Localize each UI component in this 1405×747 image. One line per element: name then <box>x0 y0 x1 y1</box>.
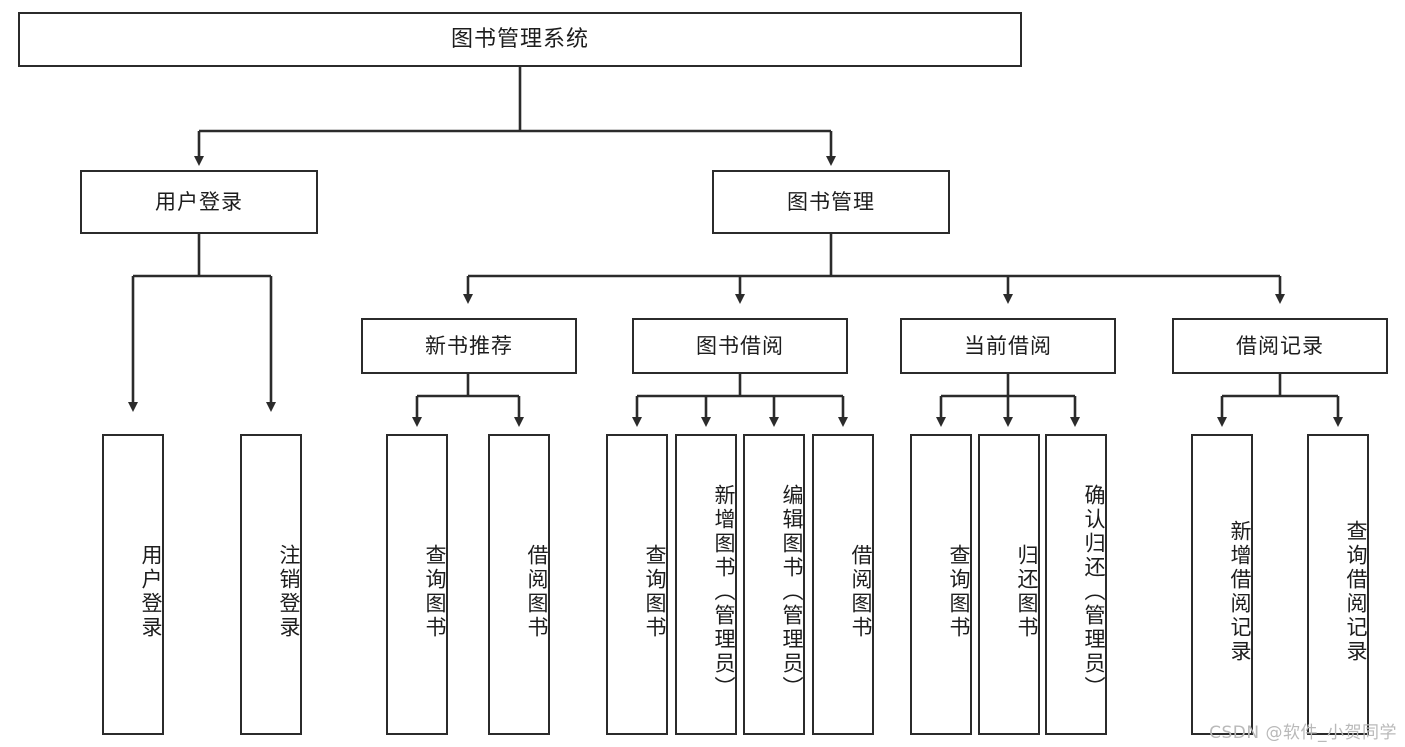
node-label: 图书管理 <box>787 189 875 214</box>
node-label: 新增图书（管理员） <box>712 483 736 700</box>
node-book-borrow[interactable]: 图书借阅 <box>632 318 848 374</box>
leaf-node-confirm-return-admin[interactable]: 确认归还（管理员） <box>1045 434 1107 735</box>
leaf-node-logout-login[interactable]: 注销登录 <box>240 434 302 735</box>
node-label: 借阅记录 <box>1236 333 1324 358</box>
node-current-borrow[interactable]: 当前借阅 <box>900 318 1116 374</box>
node-label: 用户登录 <box>155 189 243 214</box>
leaf-node-user-login[interactable]: 用户登录 <box>102 434 164 735</box>
leaf-node-query-book-recommend[interactable]: 查询图书 <box>386 434 448 735</box>
node-label: 新增借阅记录 <box>1228 519 1252 664</box>
node-book-manage[interactable]: 图书管理 <box>712 170 950 234</box>
node-new-book-recommend[interactable]: 新书推荐 <box>361 318 577 374</box>
node-label: 查询图书 <box>643 543 667 640</box>
leaf-node-add-borrow-record[interactable]: 新增借阅记录 <box>1191 434 1253 735</box>
leaf-node-edit-book-admin[interactable]: 编辑图书（管理员） <box>743 434 805 735</box>
node-label: 当前借阅 <box>964 333 1052 358</box>
node-label: 新书推荐 <box>425 333 513 358</box>
leaf-node-borrow-book[interactable]: 借阅图书 <box>812 434 874 735</box>
leaf-node-query-book-borrow[interactable]: 查询图书 <box>606 434 668 735</box>
node-label: 用户登录 <box>139 543 163 640</box>
leaf-node-query-book-current[interactable]: 查询图书 <box>910 434 972 735</box>
node-label: 编辑图书（管理员） <box>780 483 804 700</box>
node-label: 图书管理系统 <box>450 26 589 52</box>
node-label: 确认归还（管理员） <box>1082 483 1106 700</box>
node-label: 图书借阅 <box>696 333 784 358</box>
leaf-node-borrow-book-recommend[interactable]: 借阅图书 <box>488 434 550 735</box>
node-label: 查询图书 <box>423 543 447 640</box>
node-label: 借阅图书 <box>849 543 873 640</box>
node-root-book-management-system[interactable]: 图书管理系统 <box>18 12 1022 67</box>
node-label: 注销登录 <box>277 543 301 640</box>
node-label: 查询图书 <box>947 543 971 640</box>
node-borrow-record[interactable]: 借阅记录 <box>1172 318 1388 374</box>
csdn-watermark: CSDN @软件_小贺同学 <box>1209 723 1397 743</box>
node-label: 查询借阅记录 <box>1344 519 1368 664</box>
node-user-login[interactable]: 用户登录 <box>80 170 318 234</box>
node-label: 归还图书 <box>1015 543 1039 640</box>
leaf-node-add-book-admin[interactable]: 新增图书（管理员） <box>675 434 737 735</box>
leaf-node-query-borrow-record[interactable]: 查询借阅记录 <box>1307 434 1369 735</box>
leaf-node-return-book[interactable]: 归还图书 <box>978 434 1040 735</box>
node-label: 借阅图书 <box>525 543 549 640</box>
